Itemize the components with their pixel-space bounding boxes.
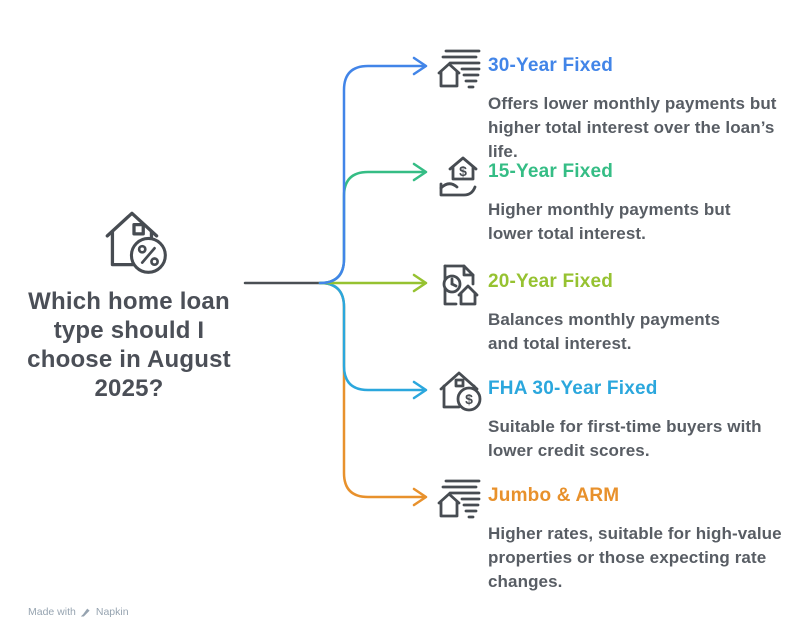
- dollar-glyph: $: [459, 163, 467, 179]
- item-label: Jumbo & ARM: [488, 485, 620, 506]
- watermark-brand: Napkin: [95, 606, 129, 618]
- loan-item-fha-30-year-fixed: FHA 30-Year Fixed Suitable for first-tim…: [488, 379, 778, 463]
- connector-30-year: [318, 64, 426, 285]
- item-description: Balances monthly payments and total inte…: [488, 310, 721, 353]
- dollar-glyph: $: [465, 391, 473, 407]
- arrowhead-30-year-icon: [412, 56, 428, 76]
- loan-term-funnel-house-icon: [436, 46, 484, 94]
- house-dollar-badge-icon: $: [436, 368, 484, 416]
- connector-15-year: [318, 170, 426, 285]
- loan-item-30-year-fixed: 30-Year Fixed Offers lower monthly payme…: [488, 56, 783, 164]
- item-label: 20-Year Fixed: [488, 271, 614, 292]
- item-description: Higher monthly payments but lower total …: [488, 200, 731, 243]
- arrowhead-15-year-icon: [412, 162, 428, 182]
- loan-term-funnel-house-icon: [436, 476, 484, 524]
- loan-item-20-year-fixed: 20-Year Fixed Balances monthly payments …: [488, 272, 738, 356]
- item-label: 15-Year Fixed: [488, 161, 614, 182]
- item-description: Suitable for first-time buyers with lowe…: [488, 417, 762, 460]
- house-percent-icon: [96, 202, 172, 278]
- arrowhead-20-year-icon: [412, 273, 428, 293]
- loan-item-15-year-fixed: 15-Year Fixed Higher monthly payments bu…: [488, 162, 778, 246]
- made-with-napkin-watermark: Made with Napkin: [28, 606, 129, 618]
- arrowhead-jumbo-icon: [412, 487, 428, 507]
- item-label: 30-Year Fixed: [488, 55, 614, 76]
- item-description: Higher rates, suitable for high-value pr…: [488, 524, 782, 591]
- hand-holding-house-dollar-icon: $: [436, 154, 484, 202]
- napkin-pen-icon: [81, 608, 90, 617]
- arrowhead-fha-icon: [412, 380, 428, 400]
- document-clock-house-icon: [436, 262, 484, 310]
- item-description: Offers lower monthly payments but higher…: [488, 94, 777, 161]
- item-label: FHA 30-Year Fixed: [488, 378, 658, 399]
- loan-item-jumbo-arm: Jumbo & ARM Higher rates, suitable for h…: [488, 486, 788, 594]
- connector-fha-30-year: [318, 281, 426, 392]
- root-question-title: Which home loan type should I choose in …: [27, 288, 231, 402]
- watermark-prefix: Made with: [28, 606, 76, 618]
